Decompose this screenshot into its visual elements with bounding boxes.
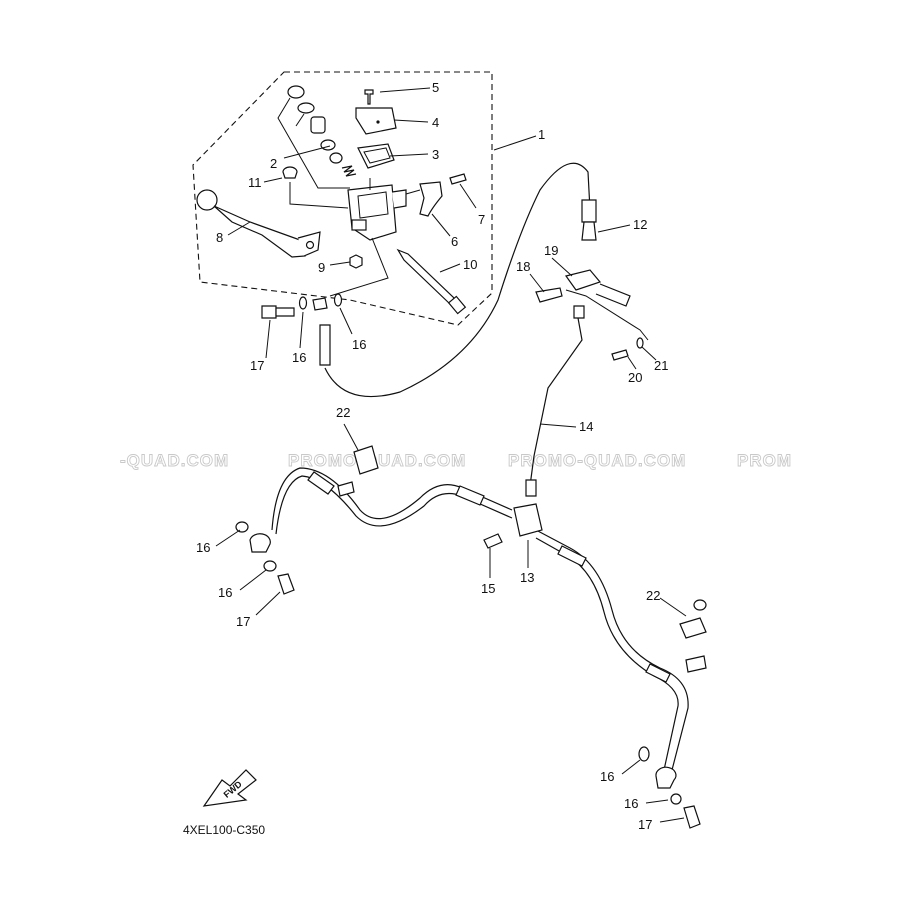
clip-22-upper bbox=[353, 445, 379, 475]
callout-3: 3 bbox=[432, 147, 439, 162]
callout-22: 22 bbox=[336, 405, 350, 420]
clip-22-lower bbox=[679, 617, 707, 639]
brake-pipe bbox=[529, 317, 583, 487]
callout-17: 17 bbox=[236, 614, 250, 629]
callout-16: 16 bbox=[352, 337, 366, 352]
callout-16: 16 bbox=[600, 769, 614, 784]
junction-block bbox=[513, 503, 543, 537]
diaphragm bbox=[357, 143, 395, 169]
union-bolt bbox=[261, 305, 277, 319]
bracket-19 bbox=[564, 269, 602, 291]
master-cylinder-body bbox=[347, 184, 397, 241]
master-cylinder-assembly bbox=[196, 85, 467, 315]
callout-12: 12 bbox=[633, 217, 647, 232]
callout-9: 9 bbox=[318, 260, 325, 275]
watermark-text: PROM bbox=[737, 451, 792, 470]
callout-6: 6 bbox=[451, 234, 458, 249]
callout-labels: 1 2 3 4 5 6 7 8 9 10 11 12 13 14 15 16 1… bbox=[196, 80, 668, 832]
lower-brake-hoses bbox=[271, 467, 689, 771]
callout-11: 11 bbox=[248, 175, 262, 190]
union-bolt bbox=[683, 805, 701, 829]
union-bolt bbox=[277, 573, 295, 595]
upper-brake-hose bbox=[324, 162, 591, 398]
callout-16: 16 bbox=[624, 796, 638, 811]
pivot-bolt bbox=[282, 166, 298, 179]
callout-15: 15 bbox=[481, 581, 495, 596]
junction-bolt-15 bbox=[483, 533, 503, 549]
hose-fitting-upper bbox=[581, 199, 597, 223]
callout-22: 22 bbox=[646, 588, 660, 603]
watermark: -QUAD.COM PROMO-QUAD.COM PROMO-QUAD.COM … bbox=[120, 451, 792, 471]
callout-5: 5 bbox=[432, 80, 439, 95]
banjo-fitting-right bbox=[638, 746, 701, 829]
brake-lever bbox=[196, 189, 321, 258]
callout-13: 13 bbox=[520, 570, 534, 585]
bracket-18 bbox=[535, 287, 563, 303]
nut bbox=[349, 254, 363, 269]
diagram-code: 4XEL100-C350 bbox=[183, 823, 265, 837]
watermark-text: PROMO-QUAD.COM bbox=[508, 451, 686, 470]
callout-10: 10 bbox=[463, 257, 477, 272]
holder-bolt bbox=[449, 173, 467, 185]
leader-lines bbox=[215, 87, 687, 823]
callout-16: 16 bbox=[218, 585, 232, 600]
cap-screw bbox=[364, 89, 374, 105]
bracket-bolt-20 bbox=[611, 349, 629, 361]
callout-20: 20 bbox=[628, 370, 642, 385]
callout-17: 17 bbox=[638, 817, 652, 832]
callout-16: 16 bbox=[292, 350, 306, 365]
banjo-fitting-upper bbox=[261, 293, 343, 366]
callout-2: 2 bbox=[270, 156, 277, 171]
callout-1: 1 bbox=[538, 127, 545, 142]
callout-18: 18 bbox=[516, 259, 530, 274]
callout-16: 16 bbox=[196, 540, 210, 555]
callout-17: 17 bbox=[250, 358, 264, 373]
callout-7: 7 bbox=[478, 212, 485, 227]
assembly-boundary bbox=[192, 71, 493, 326]
brake-switch bbox=[396, 248, 455, 305]
fwd-arrow: FWD bbox=[202, 769, 257, 807]
holder bbox=[419, 181, 443, 217]
callout-19: 19 bbox=[544, 243, 558, 258]
callout-4: 4 bbox=[432, 115, 439, 130]
callout-21: 21 bbox=[654, 358, 668, 373]
callout-8: 8 bbox=[216, 230, 223, 245]
watermark-text: -QUAD.COM bbox=[120, 451, 229, 470]
reservoir-cap bbox=[355, 107, 397, 135]
watermark-text: PROMO-QUAD.COM bbox=[288, 451, 466, 470]
banjo-fitting-left bbox=[235, 521, 295, 595]
washer-21 bbox=[636, 337, 644, 349]
callout-14: 14 bbox=[579, 419, 593, 434]
